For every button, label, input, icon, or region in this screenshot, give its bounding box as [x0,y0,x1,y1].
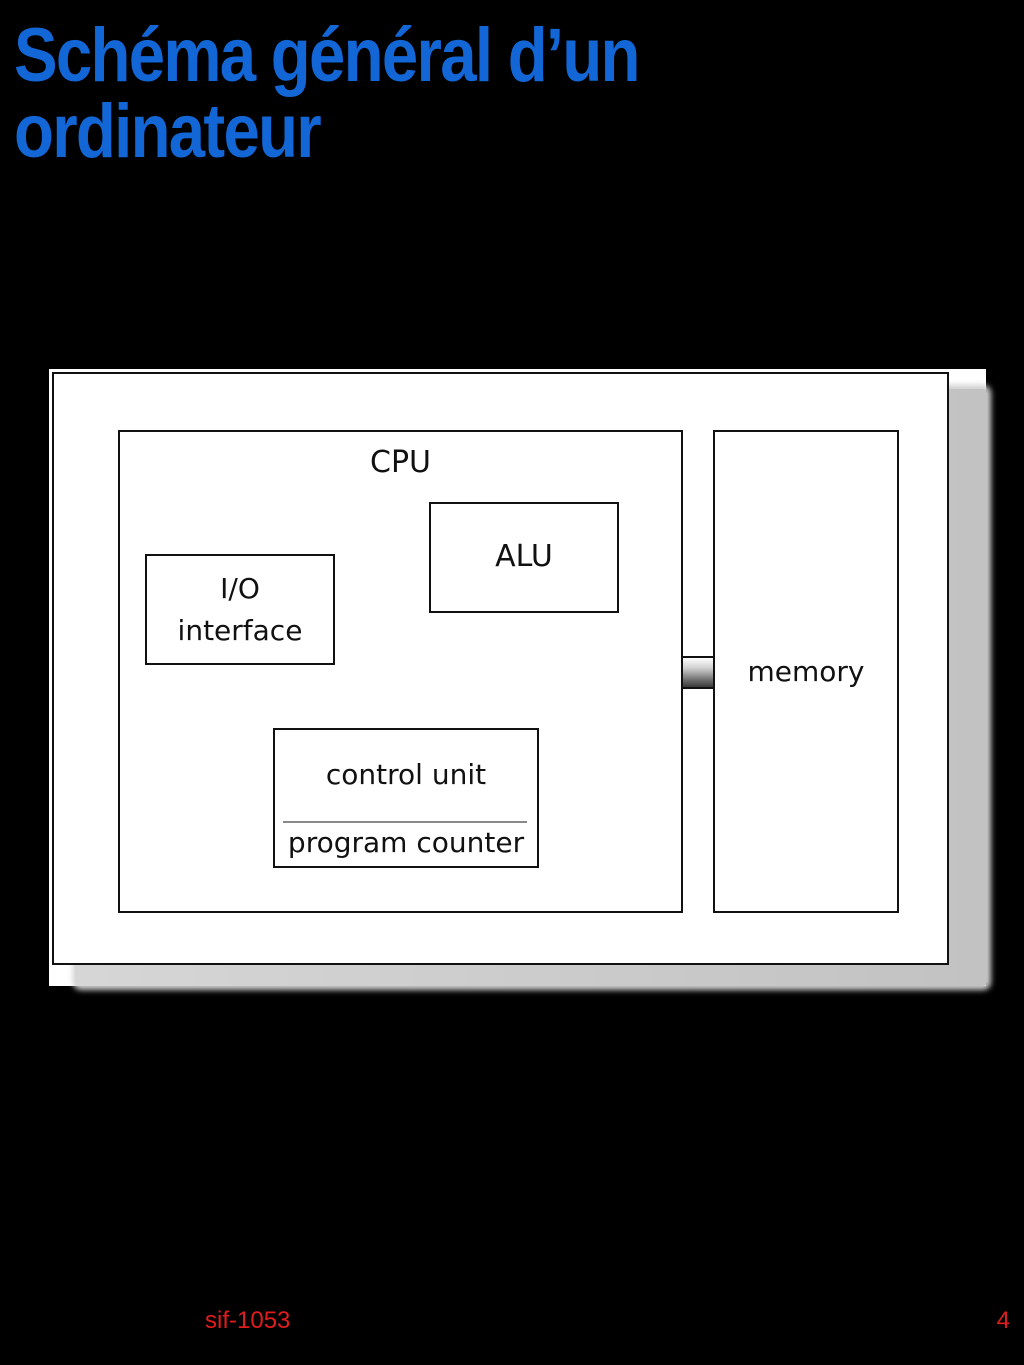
cpu-label: CPU [370,445,431,480]
alu-block: ALU [429,502,619,613]
footer-course-code: sif-1053 [205,1307,291,1334]
computer-architecture-diagram: CPU I/O interface ALU control unit progr… [49,369,987,986]
alu-label: ALU [495,539,553,574]
io-interface-block: I/O interface [145,554,335,665]
control-unit-block: control unit program counter [273,728,539,868]
io-label-line2: interface [177,614,303,647]
footer-page-number: 4 [996,1307,1010,1334]
io-label-line1: I/O [220,572,260,605]
cpu-memory-bus-connector [681,656,715,689]
io-interface-label: I/O interface [147,568,333,652]
slide-title: Schéma général d’un ordinateur [14,13,640,174]
memory-block: memory [713,430,899,913]
cpu-block: CPU I/O interface ALU control unit progr… [118,430,683,913]
control-unit-label: control unit [325,758,487,791]
memory-label: memory [747,655,865,688]
figure-frame: CPU I/O interface ALU control unit progr… [52,372,949,965]
program-counter-label: program counter [287,826,525,859]
control-unit-divider [283,821,527,823]
